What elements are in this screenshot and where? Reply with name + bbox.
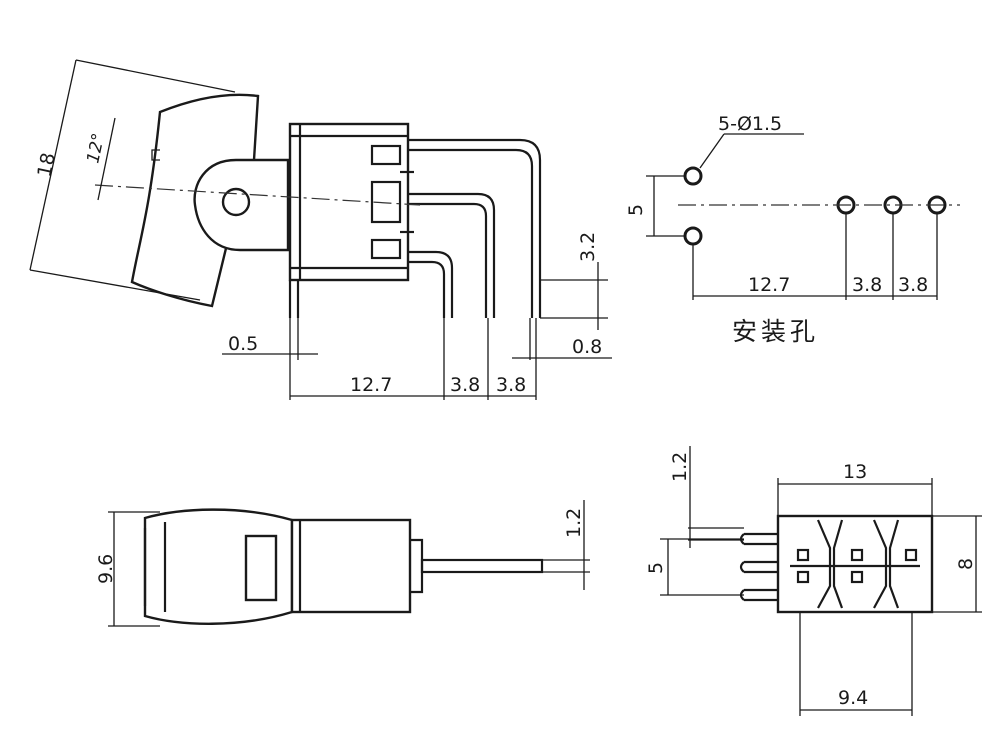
terminal-square (904, 548, 918, 562)
terminal-square (796, 548, 810, 562)
mounting-holes-view: 5-Ø1.5 5 12.7 3.8 3.8 安装孔 (625, 113, 960, 346)
terminal-square (850, 570, 864, 584)
center-line (94, 184, 421, 206)
end-pin (739, 532, 778, 546)
end-pin (739, 588, 778, 602)
pin-top (420, 558, 544, 574)
dim-0-5: 0.5 (228, 333, 258, 355)
dim-line (29, 59, 77, 271)
hole (683, 166, 703, 186)
end-view: 1.2 5 13 8 9.4 (645, 446, 982, 716)
dim-1-2: 1.2 (669, 452, 691, 482)
dim-3-8-b: 3.8 (898, 274, 928, 296)
hole-spec: 5-Ø1.5 (718, 113, 782, 135)
terminal-block (370, 238, 402, 260)
dim-angle: 12° (83, 131, 109, 165)
end-pin (739, 560, 778, 574)
terminal-square (796, 570, 810, 584)
dim-8: 8 (955, 558, 977, 570)
dim-9-4: 9.4 (838, 687, 868, 709)
rocker-window (244, 534, 278, 602)
pin-lower (408, 250, 454, 318)
switch-body (288, 122, 410, 282)
terminal-block (370, 144, 402, 166)
terminal-block (370, 180, 402, 224)
dim-5: 5 (645, 562, 667, 574)
dim-3-8-a: 3.8 (450, 374, 480, 396)
side-view: 18 12° 3.2 0.5 0.8 12.7 3.8 3.8 (29, 59, 612, 400)
rocker-tab (151, 149, 160, 161)
mounting-holes-caption: 安装孔 (732, 317, 819, 346)
body-top (290, 518, 412, 614)
pivot-hole (221, 187, 251, 217)
pin-upper (408, 138, 542, 318)
dim-12-7: 12.7 (748, 274, 790, 296)
dim-3-2: 3.2 (577, 232, 599, 262)
mounting-leg (288, 280, 300, 318)
dim-5: 5 (625, 204, 647, 216)
dim-3-8-b: 3.8 (496, 374, 526, 396)
dim-3-8-a: 3.8 (852, 274, 882, 296)
end-body (776, 514, 934, 614)
pin-middle (408, 192, 496, 318)
top-view: 9.6 1.2 (95, 500, 590, 627)
dim-18: 18 (33, 151, 60, 179)
dim-13: 13 (843, 461, 867, 483)
dim-1-2: 1.2 (563, 508, 585, 538)
dim-12-7: 12.7 (350, 374, 392, 396)
pin-stub (410, 538, 424, 594)
dim-0-8: 0.8 (572, 336, 602, 358)
dim-9-6: 9.6 (95, 554, 117, 584)
hole (683, 226, 703, 246)
terminal-square (850, 548, 864, 562)
